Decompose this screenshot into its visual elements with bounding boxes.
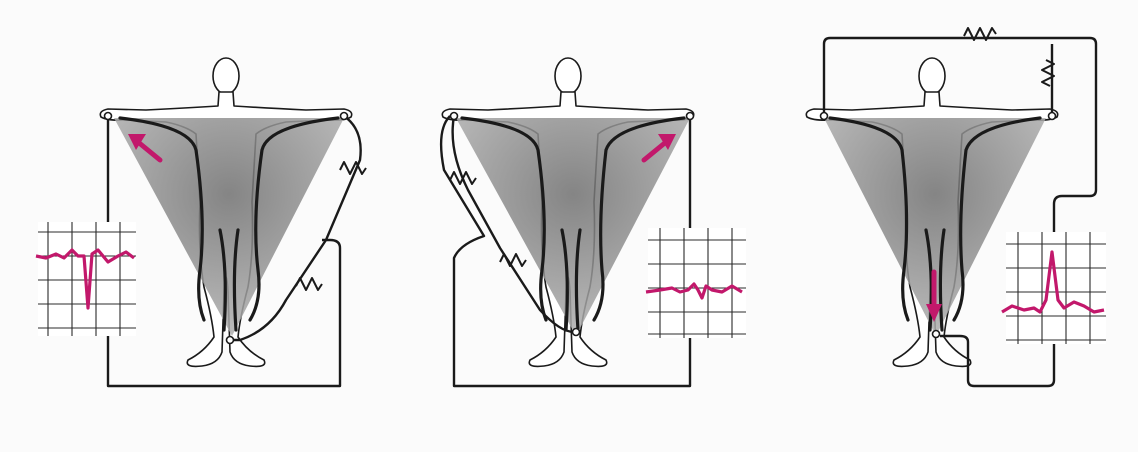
ecg-grid (1002, 232, 1106, 344)
ecg-grid (36, 222, 136, 336)
panel-lead-2 (441, 58, 746, 386)
panel-lead-3 (806, 28, 1106, 386)
ecg-grid (646, 228, 746, 338)
panel-lead-1 (36, 58, 366, 386)
